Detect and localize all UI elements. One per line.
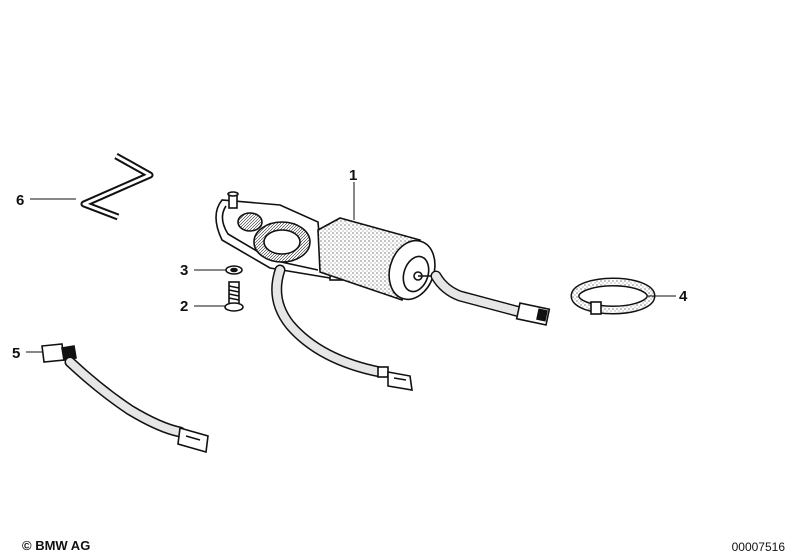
motor-part bbox=[215, 191, 551, 391]
callout-4: 4 bbox=[679, 288, 688, 305]
callout-6: 6 bbox=[16, 192, 24, 209]
copyright-label: © BMW AG bbox=[22, 538, 91, 553]
callout-2: 2 bbox=[180, 298, 188, 315]
clamp-part bbox=[570, 277, 656, 315]
callout-1: 1 bbox=[349, 167, 357, 184]
cable-part bbox=[41, 343, 209, 454]
image-number-label: 00007516 bbox=[731, 540, 785, 554]
washer-part bbox=[225, 265, 243, 275]
callout-3: 3 bbox=[180, 262, 188, 279]
leader-lines bbox=[26, 182, 676, 353]
callout-5: 5 bbox=[12, 345, 20, 362]
screw-part bbox=[224, 281, 244, 312]
hex-key-part bbox=[80, 152, 154, 221]
